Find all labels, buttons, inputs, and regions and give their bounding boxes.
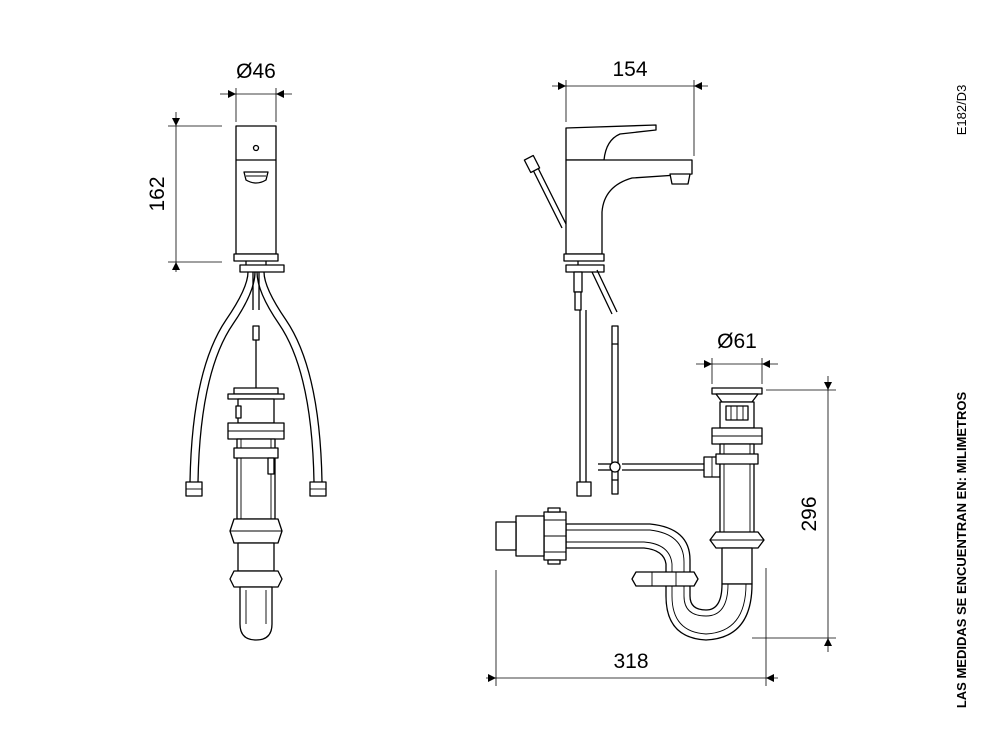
front-faucet-body [235,125,277,255]
front-height-dimension: 162 [146,112,222,272]
front-hose-left [189,271,249,483]
front-drain-cap [233,387,279,395]
front-trap-nut-lower [229,570,283,588]
drawing-code: E182/D3 [954,85,969,136]
front-trap-bottom [239,586,273,641]
side-projection-label: 154 [612,58,647,81]
side-aerator [669,173,691,185]
units-note: LAS MEDIDAS SE ENCUENTRAN EN: MILIMETROS [954,392,969,709]
side-pivot-clip [609,461,621,473]
trap-height-label: 296 [798,496,821,531]
side-lever-handle [565,124,657,161]
front-mounting-plate [239,264,285,273]
trap-width-dimension: 318 [486,568,778,686]
drain-diameter-dimension: Ø61 [696,330,778,384]
side-wall-flange [515,515,545,557]
front-view [185,125,327,641]
side-p-trap [565,523,753,641]
front-diameter-label: Ø46 [236,60,276,83]
trap-height-dimension: 296 [752,376,836,652]
front-diameter-dimension: Ø46 [220,60,292,122]
side-trap-mid-nut [631,571,699,587]
side-spout [565,159,693,255]
drain-diameter-label: Ø61 [717,330,757,353]
side-projection-dimension: 154 [552,58,708,156]
side-rod-end [611,479,619,495]
front-hose-right [263,271,323,483]
side-popup-rod-knob [523,154,541,174]
side-mounting-plate [565,264,605,273]
side-wall-pipe [495,521,517,551]
side-hose-nut [576,481,592,497]
front-handle-indicator [252,144,260,152]
side-view [495,124,765,641]
front-height-label: 162 [146,176,169,211]
side-drain-cap [711,387,763,395]
front-aerator [243,171,269,184]
trap-width-label: 318 [613,650,648,673]
